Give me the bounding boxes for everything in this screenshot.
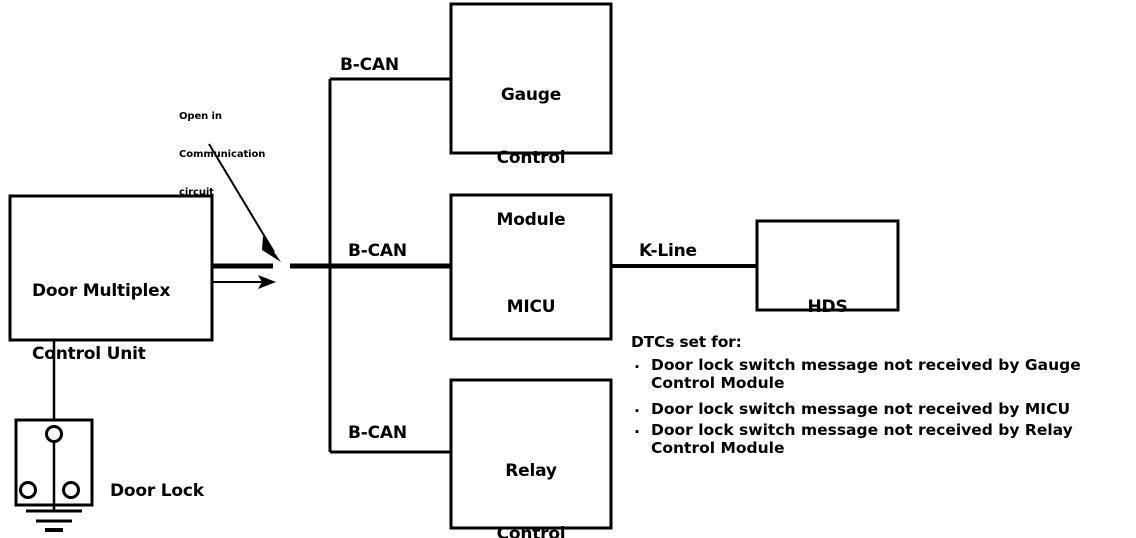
label-hds: HDS bbox=[757, 256, 898, 360]
box-door-multiplex-control-unit bbox=[8, 194, 214, 342]
label-bcan-micu: B-CAN bbox=[348, 241, 407, 261]
dtc-bullet-3: · bbox=[634, 423, 640, 441]
micu-line-1: MICU bbox=[506, 297, 556, 318]
switch-line-1: Door Lock bbox=[110, 481, 204, 502]
label-relay-control-module: Relay Control Module bbox=[451, 420, 611, 538]
dmcu-line-1: Door Multiplex bbox=[32, 281, 171, 302]
hds-line-1: HDS bbox=[807, 297, 848, 318]
dtc-item-1: Door lock switch message not received by… bbox=[651, 356, 1081, 393]
dtc-item-2: Door lock switch message not received by… bbox=[651, 400, 1071, 418]
dtc-item-3: Door lock switch message not received by… bbox=[651, 421, 1073, 458]
fault-note-line-2: Communication bbox=[179, 148, 266, 160]
label-micu: MICU bbox=[451, 256, 611, 360]
box-gauge-control-module bbox=[449, 2, 613, 155]
relay-line-2: Control bbox=[496, 523, 566, 538]
dtc-heading: DTCs set for: bbox=[631, 333, 742, 351]
relay-line-1: Relay bbox=[505, 461, 557, 482]
fault-note-leader-arrowhead bbox=[262, 236, 281, 262]
switch-terminal-unlock bbox=[62, 481, 80, 499]
label-bcan-relay: B-CAN bbox=[348, 423, 407, 443]
label-gauge-control-module: Gauge Control Module bbox=[451, 44, 611, 272]
signal-direction-arrowhead bbox=[258, 275, 276, 289]
fault-note-leader-line bbox=[208, 143, 275, 253]
fault-note-line-3: circuit bbox=[179, 187, 214, 199]
gauge-line-2: Control bbox=[496, 147, 566, 168]
gauge-line-1: Gauge bbox=[500, 85, 562, 106]
dtc-bullet-1: · bbox=[634, 358, 640, 376]
annotation-open-circuit: Open in Communication circuit bbox=[179, 85, 309, 226]
label-bcan-gauge: B-CAN bbox=[340, 55, 399, 75]
box-hds bbox=[755, 219, 900, 312]
box-micu bbox=[449, 193, 613, 341]
switch-terminal-lock bbox=[19, 481, 37, 499]
switch-terminal-common bbox=[45, 425, 63, 443]
dmcu-line-2: Control Unit bbox=[32, 343, 146, 364]
dtc-bullet-2: · bbox=[634, 402, 640, 420]
gauge-line-3: Module bbox=[496, 209, 566, 230]
fault-note-line-1: Open in bbox=[179, 110, 222, 122]
label-kline: K-Line bbox=[639, 241, 697, 261]
box-relay-control-module bbox=[449, 378, 613, 530]
label-door-lock-switch: Door Lock Switch bbox=[110, 440, 250, 538]
label-door-multiplex-control-unit: Door Multiplex Control Unit bbox=[32, 240, 222, 406]
